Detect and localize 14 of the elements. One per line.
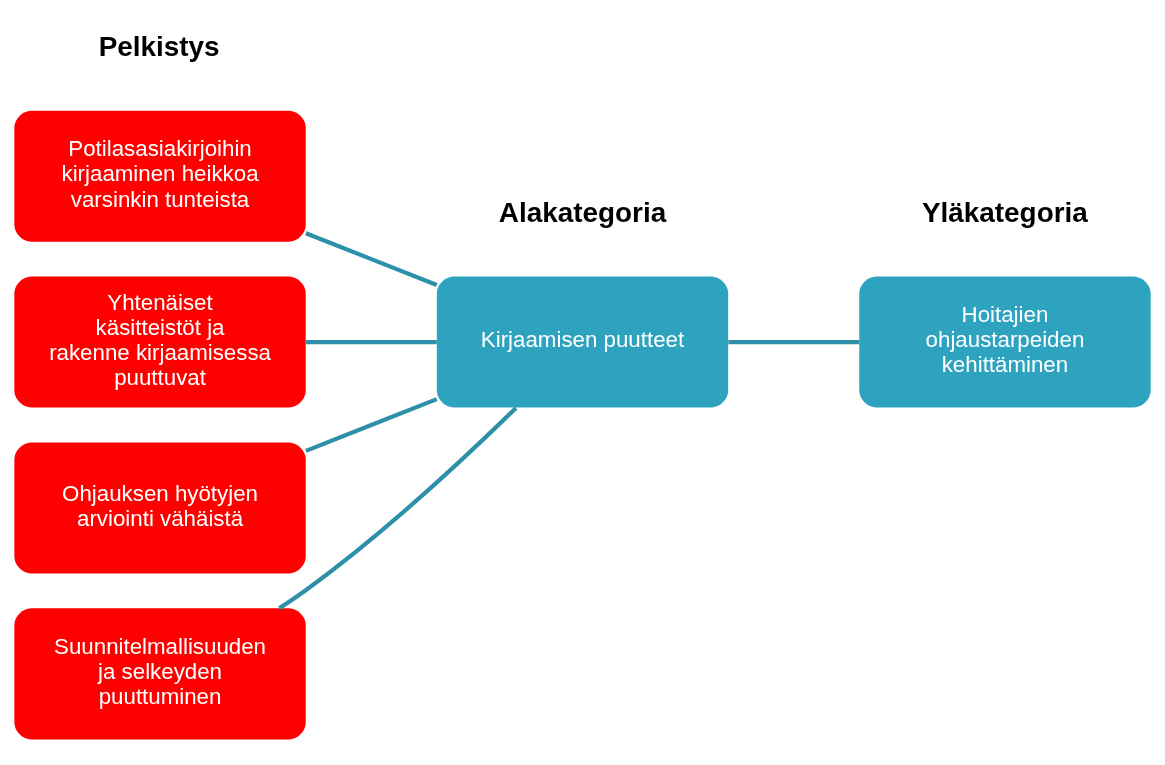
node-box: Kirjaamisen puutteet	[436, 276, 729, 408]
node-box: Ohjauksen hyötyjen arviointi vähäistä	[14, 442, 306, 574]
node-box: Potilasasiakirjoihin kirjaaminen heikkoa varsinkin tunteista	[14, 110, 306, 242]
connector	[728, 340, 860, 345]
label: Alakategoria	[498, 197, 667, 229]
node-box: Suunnitelmallisuuden ja selkeyden puuttuminen	[14, 608, 306, 740]
connector	[305, 397, 438, 453]
connector	[305, 340, 437, 345]
connector	[278, 406, 518, 611]
node-box: Yhtenäiset käsitteistöt ja rakenne kirjaamisessa puuttuvat	[14, 276, 306, 408]
connector	[305, 231, 438, 287]
label: Yläkategoria	[922, 197, 1088, 229]
node-box: Hoitajien ohjaustarpeiden kehittäminen	[859, 276, 1151, 408]
label: Pelkistys	[98, 31, 220, 63]
